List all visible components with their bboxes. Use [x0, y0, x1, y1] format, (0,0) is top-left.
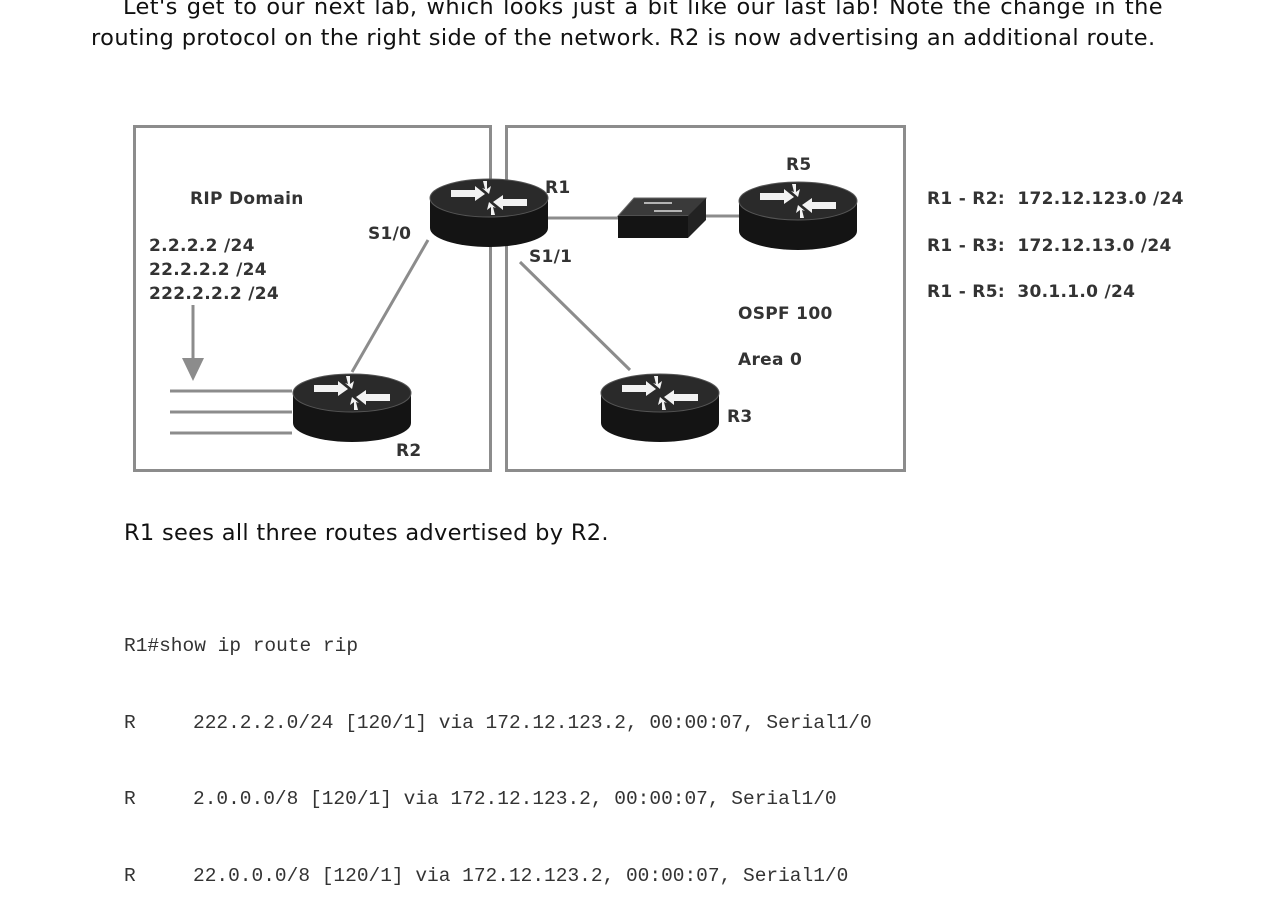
- router-r2-label: R2: [396, 441, 422, 461]
- route-entry: 22.0.0.0/8 [120/1] via 172.12.123.2, 00:…: [193, 864, 849, 887]
- rip-route-2: 22.2.2.2 /24: [149, 260, 267, 280]
- rip-route-1: 2.2.2.2 /24: [149, 236, 255, 256]
- intro-text: Let's get to our next lab, which looks j…: [91, 0, 1163, 51]
- rip-domain-label: RIP Domain: [190, 189, 304, 209]
- link-r1-r3: [518, 260, 632, 372]
- summary-text: R1 sees all three routes advertised by R…: [124, 520, 609, 546]
- ospf-area-label: Area 0: [738, 350, 803, 370]
- rip-domain-box: [133, 125, 492, 472]
- router-r3-label: R3: [727, 407, 753, 427]
- link-r1-r2: [350, 239, 430, 373]
- link-label: R1 - R5:: [927, 282, 1005, 302]
- router-r5-icon: [738, 181, 858, 251]
- route-arrow-head-icon: [182, 358, 204, 381]
- router-r3-icon: [600, 373, 720, 443]
- route-entry: 222.2.2.0/24 [120/1] via 172.12.123.2, 0…: [193, 711, 872, 734]
- route-code: R: [124, 864, 136, 887]
- link-subnet: 172.12.13.0 /24: [1017, 236, 1172, 256]
- cli-route-row: R 2.0.0.0/8 [120/1] via 172.12.123.2, 00:…: [124, 787, 872, 813]
- router-r2-icon: [292, 373, 412, 443]
- rip-routes-list: 2.2.2.2 /24 22.2.2.2 /24 222.2.2.2 /24: [149, 234, 279, 306]
- link-label: R1 - R3:: [927, 236, 1005, 256]
- route-code: R: [124, 788, 136, 810]
- router-r1-icon: [429, 178, 549, 248]
- link-subnet-r1-r2: R1 - R2: 172.12.123.0 /24: [927, 189, 1184, 209]
- ospf-domain-box: [505, 125, 906, 472]
- route-code: R: [124, 711, 136, 734]
- network-diagram: [170, 178, 858, 443]
- ospf-process-label: OSPF 100: [738, 304, 833, 324]
- interface-s1-0-label: S1/0: [368, 224, 412, 244]
- cli-output: R1#show ip route rip R 222.2.2.0/24 [120/…: [124, 583, 872, 915]
- cli-command: R1#show ip route rip: [124, 635, 359, 657]
- router-r5-label: R5: [786, 155, 812, 175]
- link-subnet: 172.12.123.0 /24: [1017, 189, 1184, 209]
- link-subnet-r1-r5: R1 - R5: 30.1.1.0 /24: [927, 282, 1135, 302]
- cli-route-row: R 222.2.2.0/24 [120/1] via 172.12.123.2, …: [124, 711, 872, 737]
- route-entry: 2.0.0.0/8 [120/1] via 172.12.123.2, 00:0…: [193, 788, 837, 810]
- interface-s1-1-label: S1/1: [529, 247, 573, 267]
- intro-paragraph: Let's get to our next lab, which looks j…: [91, 0, 1163, 54]
- link-label: R1 - R2:: [927, 189, 1005, 209]
- rip-route-3: 222.2.2.2 /24: [149, 284, 280, 304]
- cli-route-row: R 22.0.0.0/8 [120/1] via 172.12.123.2, 00…: [124, 864, 872, 890]
- switch-icon: [616, 197, 707, 238]
- link-subnet-r1-r3: R1 - R3: 172.12.13.0 /24: [927, 236, 1172, 256]
- link-subnet: 30.1.1.0 /24: [1017, 282, 1136, 302]
- router-r1-label: R1: [545, 178, 571, 198]
